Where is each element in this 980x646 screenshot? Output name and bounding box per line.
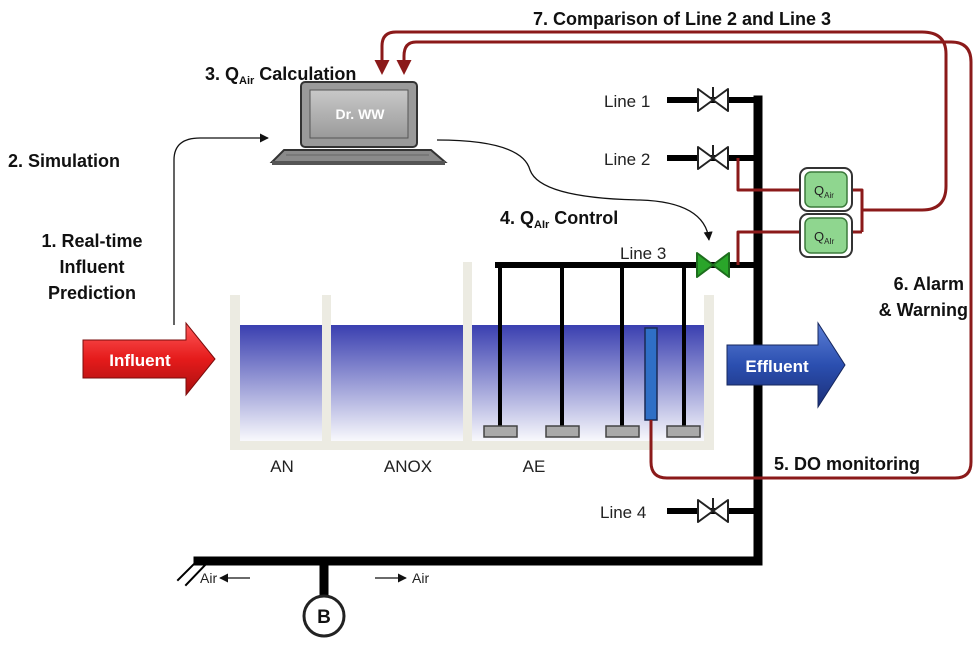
zone-ae-label: AE	[523, 457, 546, 476]
diffuser	[605, 425, 640, 438]
meter-q-label: Q	[814, 183, 824, 198]
prediction-to-simulation-arrow	[173, 133, 269, 325]
effluent-arrow: Effluent	[726, 321, 846, 409]
step3-prefix: 3. Q	[205, 64, 239, 84]
tank-water	[240, 325, 706, 445]
line3-to-meter-signal	[736, 230, 800, 265]
diffuser-drops	[498, 263, 686, 429]
diffuser	[666, 425, 701, 438]
influent-arrow: Influent	[82, 321, 216, 397]
influent-label: Influent	[109, 351, 171, 370]
main-air-header	[193, 95, 763, 566]
blower-label: B	[317, 607, 331, 628]
aeration-tank	[230, 262, 714, 450]
step1-line3: Prediction	[48, 283, 136, 303]
step3-suffix: Calculation	[254, 64, 356, 84]
line4-label: Line 4	[600, 503, 646, 522]
step6-line2: & Warning	[879, 300, 968, 320]
line2-to-meter-signal	[736, 158, 800, 192]
valve-line4[interactable]	[697, 498, 729, 523]
step2-label: 2. Simulation	[8, 151, 120, 171]
laptop-to-valve-arrow	[436, 139, 713, 241]
process-flow-arrows	[173, 133, 713, 583]
svg-text:QAIr: QAIr	[814, 229, 835, 246]
air-left-label: Air	[200, 570, 217, 586]
line3-label: Line 3	[620, 244, 666, 263]
meter-to-laptop-signal	[374, 30, 948, 212]
step5-label: 5. DO monitoring	[774, 454, 920, 474]
zone-anox-label: ANOX	[384, 457, 432, 476]
do-monitoring-signal	[396, 40, 973, 480]
diffuser	[483, 425, 518, 438]
valve-line3-active[interactable]	[696, 252, 730, 278]
diffusers	[483, 425, 701, 438]
meter-sub-label: Air	[824, 191, 834, 200]
step1-line2: Influent	[60, 257, 125, 277]
step7-label: 7. Comparison of Line 2 and Line 3	[533, 9, 831, 29]
svg-text:QAir: QAir	[814, 183, 834, 200]
laptop-icon: Dr. WW	[269, 81, 448, 165]
meter-sub-label: AIr	[824, 237, 835, 246]
line2-label: Line 2	[604, 150, 650, 169]
step4-label: 4. QAIr Control	[500, 208, 618, 231]
step3-sub: Air	[239, 75, 255, 87]
step1-line1: 1. Real-time	[41, 231, 142, 251]
valve-line1[interactable]	[697, 87, 729, 112]
blower-icon: B	[302, 594, 346, 638]
air-right-label: Air	[412, 570, 429, 586]
meter-q-label: Q	[814, 229, 824, 244]
step4-prefix: 4. Q	[500, 208, 534, 228]
line1-label: Line 1	[604, 92, 650, 111]
valve-line2[interactable]	[697, 145, 729, 170]
air-flow-meter-line3: QAIr	[799, 213, 853, 258]
do-probe	[644, 327, 658, 421]
laptop-screen-label: Dr. WW	[336, 106, 386, 122]
step1-label: 1. Real-time Influent Prediction	[41, 231, 142, 303]
step4-sub: AIr	[534, 219, 550, 231]
zone-an-label: AN	[270, 457, 294, 476]
step3-label: 3. QAir Calculation	[205, 64, 356, 87]
effluent-label: Effluent	[745, 357, 809, 376]
step6-line1: 6. Alarm	[894, 274, 964, 294]
step4-suffix: Control	[549, 208, 618, 228]
signal-lines	[374, 30, 973, 480]
diffuser	[545, 425, 580, 438]
tank-walls	[230, 262, 714, 450]
air-flow-meter-line2: QAir	[799, 167, 853, 212]
